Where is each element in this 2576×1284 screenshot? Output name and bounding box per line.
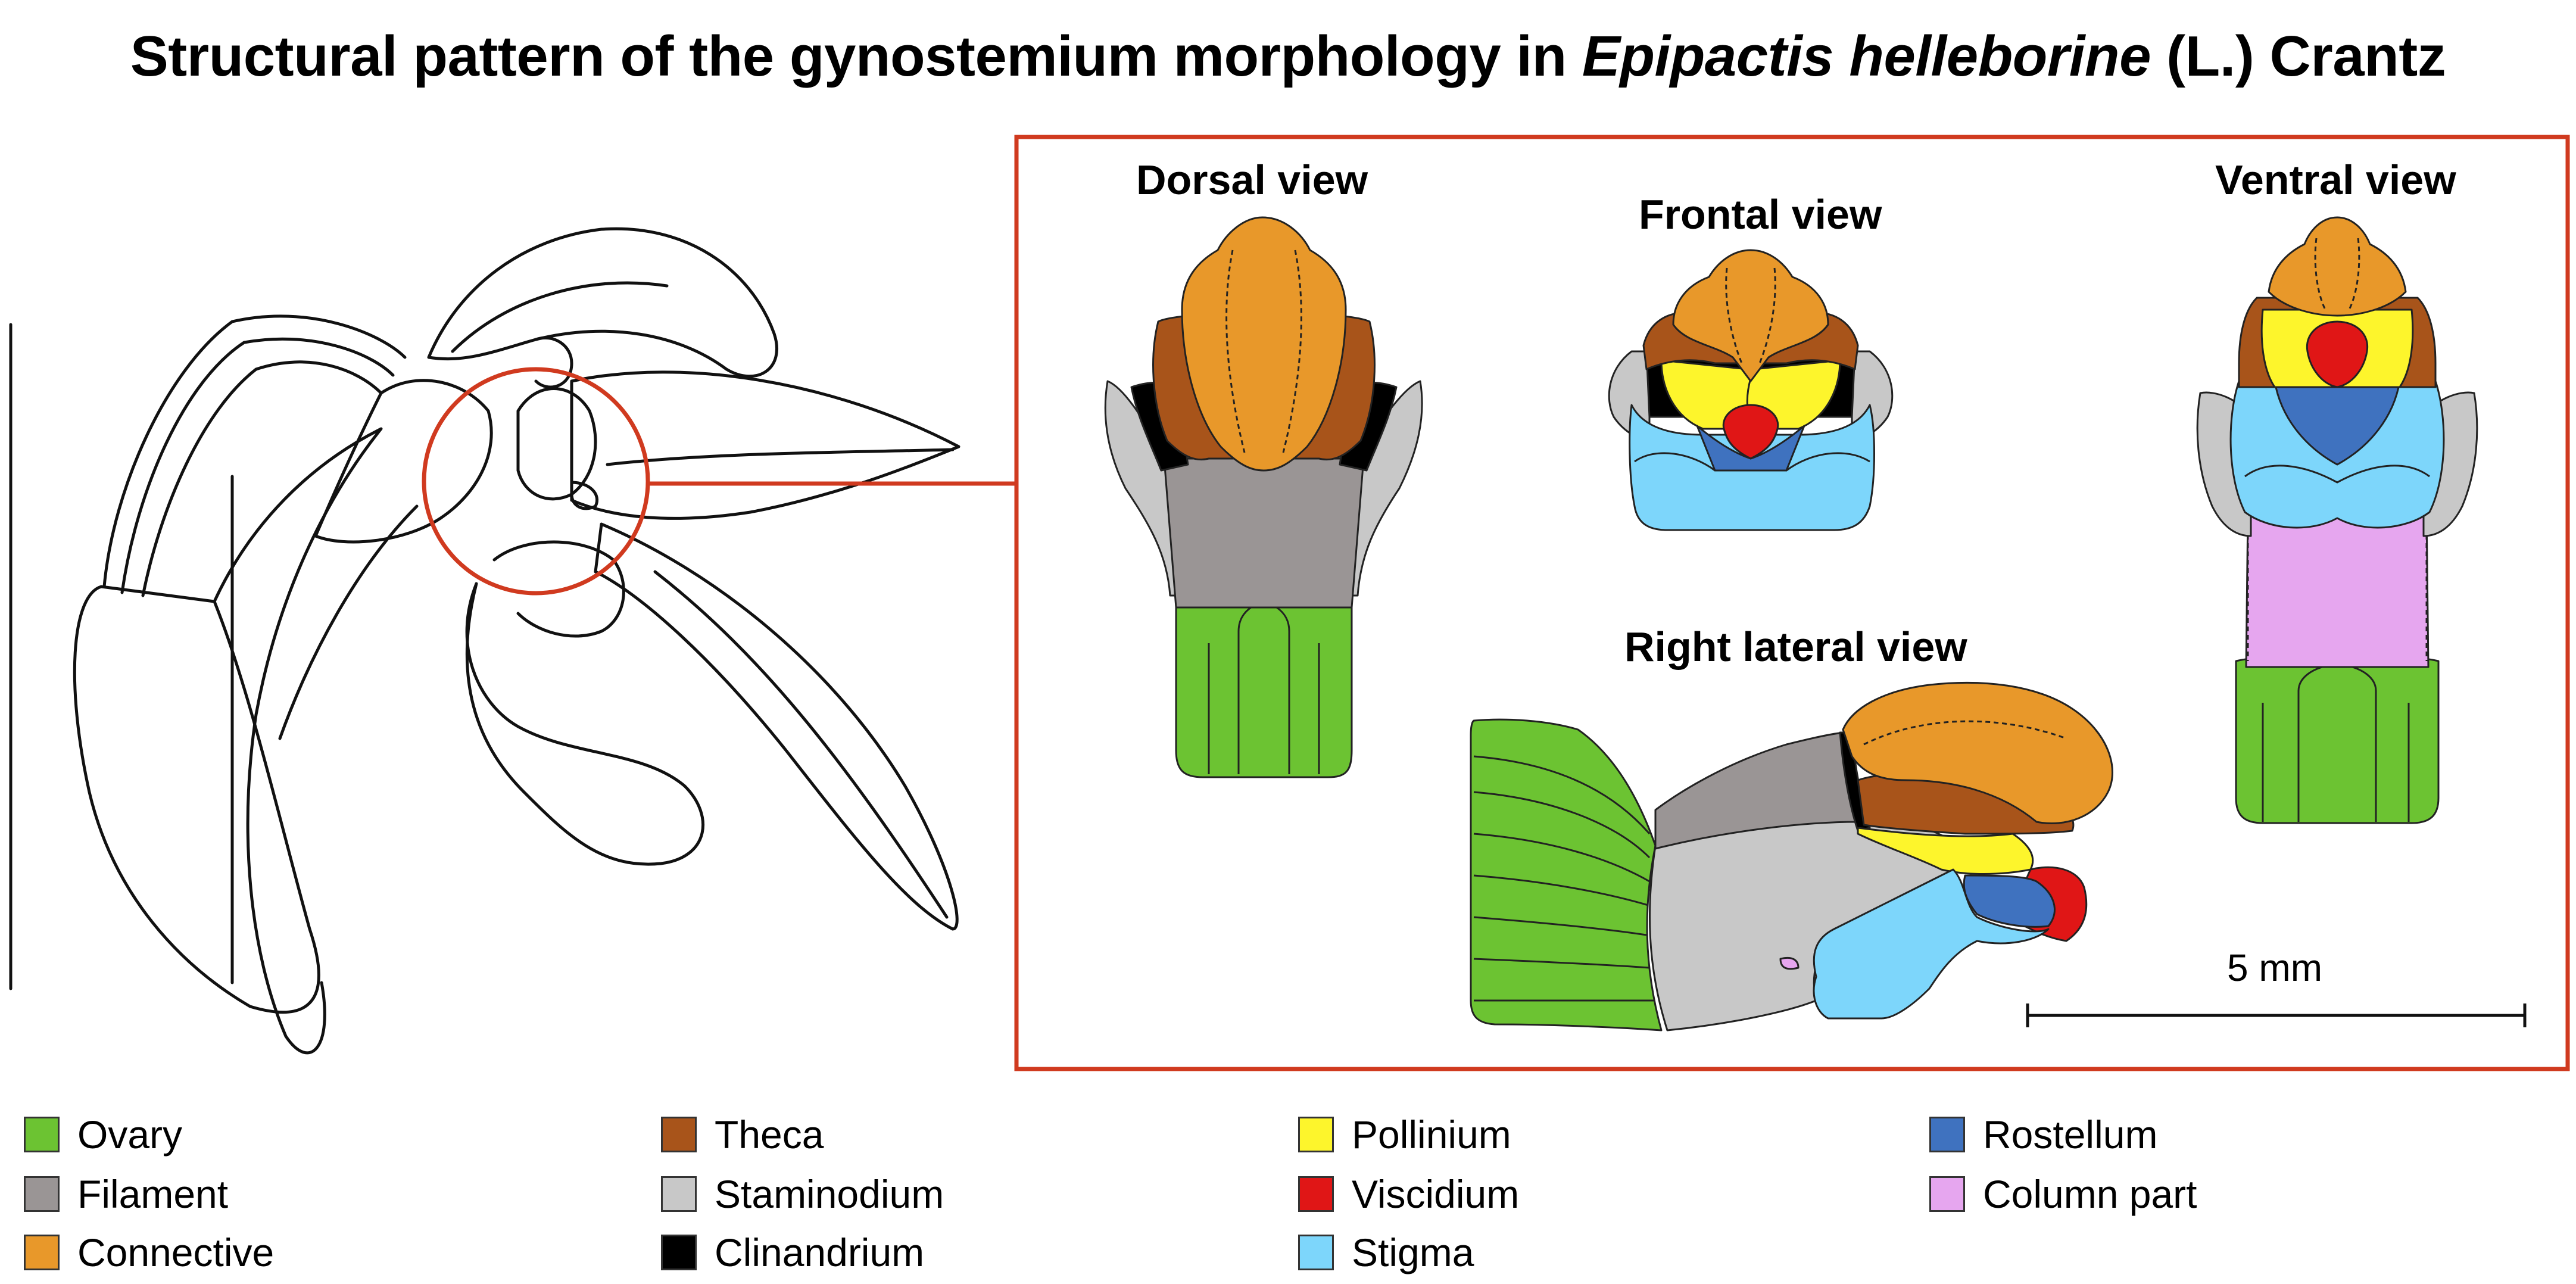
legend-swatch-viscidium	[1298, 1176, 1334, 1212]
petal-curve-1	[102, 314, 407, 588]
sepal-vein	[278, 504, 419, 740]
column	[516, 387, 597, 501]
lateral-view-drawing	[1470, 681, 2113, 1031]
frontal-viscidium	[1722, 404, 1779, 460]
ventral-connective-sutures	[2314, 238, 2360, 310]
legend-item-filament: Filament	[24, 1167, 228, 1221]
lateral-stigma	[1813, 868, 2050, 1020]
figure-title: Structural pattern of the gynostemium mo…	[0, 24, 2576, 89]
dorsal-connective-sutures	[1225, 250, 1302, 453]
frontal-connective	[1672, 249, 1829, 382]
legend-label-theca: Theca	[715, 1112, 824, 1157]
ventral-stigma-rim	[2244, 465, 2430, 484]
ventral-rostellum	[2274, 380, 2401, 466]
legend-label-ovary: Ovary	[77, 1112, 183, 1157]
lateral-filament	[1654, 731, 1859, 850]
legend-swatch-column-part	[1929, 1176, 1965, 1212]
scale-bar	[2026, 1003, 2527, 1027]
legend-label-staminodium: Staminodium	[715, 1172, 944, 1216]
legend-item-staminodium: Staminodium	[661, 1167, 944, 1221]
lateral-ovary	[1470, 718, 1663, 1031]
labellum	[465, 582, 705, 866]
dorsal-view-drawing	[1104, 216, 1423, 778]
legend-swatch-stigma	[1298, 1235, 1334, 1270]
right-lateral-view-label: Right lateral view	[1624, 624, 1967, 670]
hypochile	[492, 540, 625, 638]
legend-item-column-part: Column part	[1929, 1167, 2197, 1221]
legend-swatch-staminodium	[661, 1176, 697, 1212]
right-petal	[570, 370, 960, 520]
legend-label-connective: Connective	[77, 1230, 275, 1274]
legend-item-connective: Connective	[24, 1226, 274, 1279]
ventral-column-part	[2245, 511, 2430, 668]
lateral-rostellum	[1963, 874, 2056, 928]
legend-swatch-connective	[24, 1235, 60, 1270]
dorsal-filament	[1163, 457, 1365, 609]
flower-drawing	[9, 227, 960, 1055]
lateral-ovary-ribs	[1473, 755, 1654, 1002]
title-species: Epipactis helleborine	[1582, 24, 2151, 88]
legend-item-pollinium: Pollinium	[1298, 1108, 1511, 1161]
dorsal-ovary	[1175, 588, 1353, 778]
ventral-connective	[2268, 216, 2407, 317]
lateral-column-part	[1779, 956, 1800, 970]
right-petal-vein	[606, 448, 955, 466]
ventral-view-label: Ventral view	[2215, 157, 2456, 203]
legend-item-viscidium: Viscidium	[1298, 1167, 1519, 1221]
lateral-connective-suture	[1863, 720, 2067, 746]
ventral-column-dashes	[2247, 518, 2428, 661]
legend-swatch-pollinium	[1298, 1117, 1334, 1152]
legend-label-rostellum: Rostellum	[1983, 1112, 2158, 1157]
frontal-view-label: Frontal view	[1639, 191, 1882, 238]
legend-swatch-ovary	[24, 1117, 60, 1152]
legend-label-stigma: Stigma	[1352, 1230, 1474, 1274]
legend-swatch-filament	[24, 1176, 60, 1212]
legend: Ovary Filament Connective Theca Staminod…	[24, 1108, 2555, 1280]
frontal-view-drawing	[1608, 249, 1894, 531]
legend-label-clinandrium: Clinandrium	[715, 1230, 925, 1274]
column-tip	[570, 481, 598, 510]
scale-bar-label: 5 mm	[2227, 946, 2322, 989]
frontal-connective-sutures	[1725, 267, 1776, 364]
petal-curve-2	[120, 337, 395, 594]
ventral-viscidium	[2306, 320, 2369, 388]
petal-curve-3	[141, 360, 383, 597]
dorsal-sepal-vein	[451, 281, 669, 353]
legend-item-stigma: Stigma	[1298, 1226, 1474, 1279]
legend-label-column-part: Column part	[1983, 1172, 2197, 1216]
legend-swatch-rostellum	[1929, 1117, 1965, 1152]
legend-label-filament: Filament	[77, 1172, 229, 1216]
legend-swatch-clinandrium	[661, 1235, 697, 1270]
legend-label-pollinium: Pollinium	[1352, 1112, 1511, 1157]
lower-left-sepal	[213, 427, 383, 1055]
dorsal-view-label: Dorsal view	[1136, 157, 1368, 203]
legend-swatch-theca	[661, 1117, 697, 1152]
left-petal	[314, 379, 493, 544]
legend-item-rostellum: Rostellum	[1929, 1108, 2157, 1161]
legend-item-theca: Theca	[661, 1108, 824, 1161]
anther-cap	[534, 336, 573, 389]
right-sepal-vein	[653, 570, 949, 919]
title-suffix: (L.) Crantz	[2150, 24, 2446, 88]
lateral-connective	[1842, 681, 2113, 825]
legend-item-clinandrium: Clinandrium	[661, 1226, 924, 1279]
right-lower-sepal	[594, 522, 959, 931]
ventral-view-drawing	[2196, 216, 2478, 824]
highlight-circle	[422, 367, 650, 596]
legend-item-ovary: Ovary	[24, 1108, 182, 1161]
detail-frame	[1014, 135, 2570, 1071]
legend-label-viscidium: Viscidium	[1352, 1172, 1520, 1216]
dorsal-connective	[1181, 216, 1347, 472]
dorsal-sepal	[427, 227, 778, 378]
title-prefix: Structural pattern of the gynostemium mo…	[130, 24, 1582, 88]
left-sepal	[73, 585, 320, 1014]
